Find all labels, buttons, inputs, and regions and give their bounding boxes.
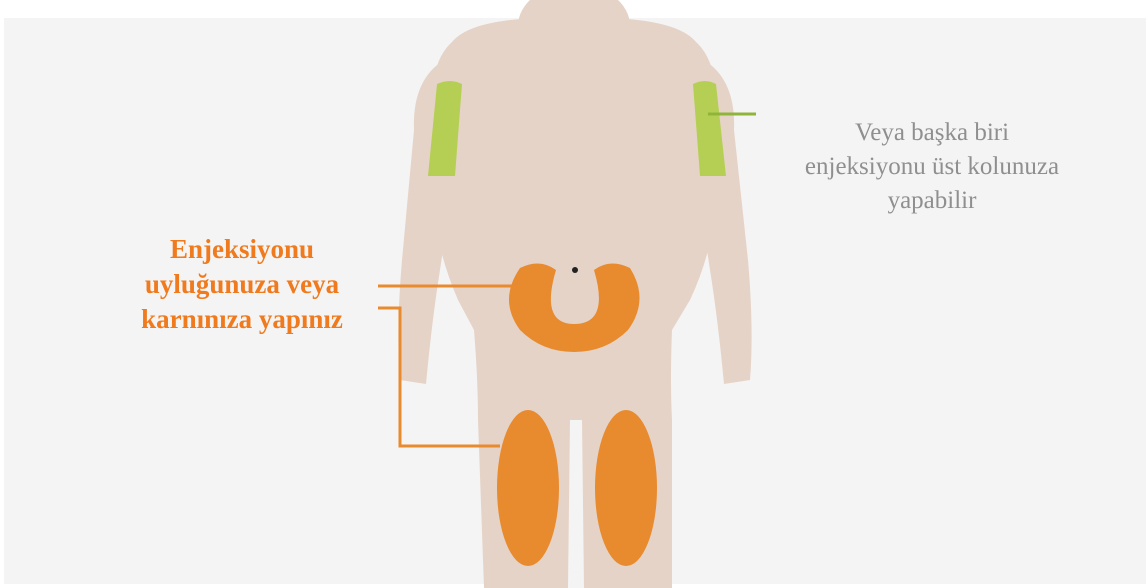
- leg-gap: [568, 420, 584, 588]
- navel: [572, 267, 578, 273]
- other-person-line-1: Veya başka biri: [752, 116, 1112, 150]
- other-person-label: Veya başka biri enjeksiyonu üst kolunuza…: [752, 116, 1112, 218]
- self-injection-line-3: karnınıza yapınız: [108, 302, 376, 337]
- self-injection-label: Enjeksiyonu uyluğunuza veya karnınıza ya…: [108, 232, 376, 337]
- right-thigh-site: [595, 410, 657, 566]
- other-person-line-2: enjeksiyonu üst kolunuza: [752, 150, 1112, 184]
- other-person-line-3: yapabilir: [752, 184, 1112, 218]
- left-thigh-site: [497, 410, 559, 566]
- self-injection-line-1: Enjeksiyonu: [108, 232, 376, 267]
- self-injection-line-2: uyluğunuza veya: [108, 267, 376, 302]
